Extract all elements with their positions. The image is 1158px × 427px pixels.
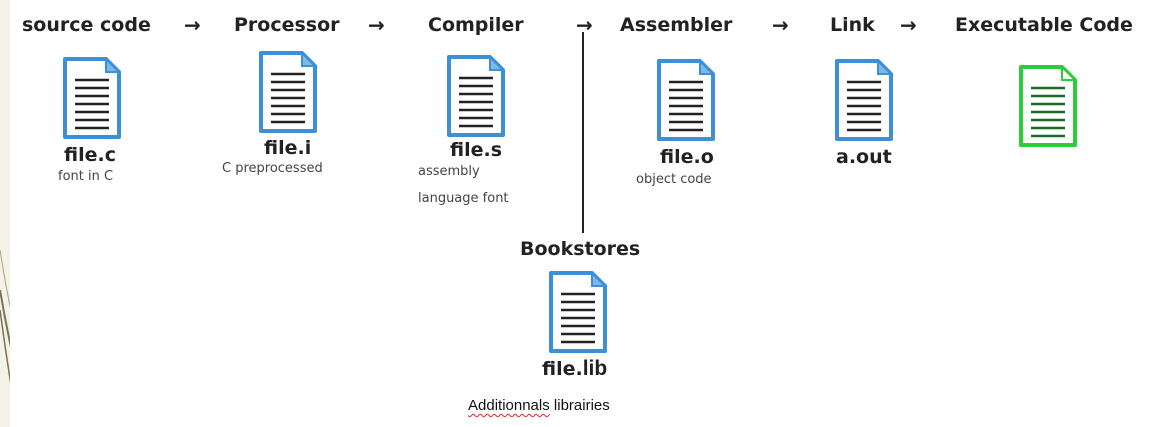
document-icon — [259, 50, 318, 133]
file-i-description: C preprocessed — [222, 161, 323, 176]
file-s-description-line1: assembly — [418, 164, 480, 179]
arrow-icon: → — [900, 13, 917, 37]
file-lib-extension: lib — [582, 357, 608, 380]
misspelled-word: Additionnals — [468, 397, 550, 414]
bookstores-label: Bookstores — [520, 238, 641, 260]
executable-document-icon — [1019, 64, 1078, 147]
document-icon — [447, 54, 506, 137]
library-description-word: librairies — [553, 397, 610, 414]
document-icon — [657, 58, 716, 141]
library-description: Additionnals librairies — [468, 397, 610, 414]
arrow-icon: → — [184, 13, 201, 37]
stage-assembler: Assembler — [620, 14, 733, 36]
file-c-label: file.c — [64, 144, 116, 166]
file-o-label: file.o — [660, 146, 714, 168]
document-icon — [549, 270, 608, 353]
file-lib-label: file.lib — [542, 357, 607, 381]
arrow-icon: → — [772, 13, 789, 37]
document-icon — [63, 56, 122, 139]
document-icon — [835, 58, 894, 141]
arrow-icon: → — [368, 13, 385, 37]
compilation-diagram: source code → Processor → Compiler → Ass… — [10, 0, 1158, 427]
stage-processor: Processor — [234, 14, 340, 36]
file-lib-prefix: file. — [542, 358, 583, 380]
stage-link: Link — [830, 14, 875, 36]
library-connector-line — [582, 32, 584, 233]
file-i-label: file.i — [264, 137, 312, 159]
a-out-label: a.out — [836, 146, 892, 168]
file-c-description: font in C — [58, 169, 114, 184]
arrow-icon: → — [576, 13, 593, 37]
file-s-label: file.s — [450, 139, 503, 161]
stage-executable-code: Executable Code — [955, 14, 1133, 36]
file-s-description-line2: language font — [418, 191, 509, 206]
stage-compiler: Compiler — [428, 14, 524, 36]
file-o-description: object code — [636, 172, 712, 187]
stage-source-code: source code — [22, 14, 151, 36]
